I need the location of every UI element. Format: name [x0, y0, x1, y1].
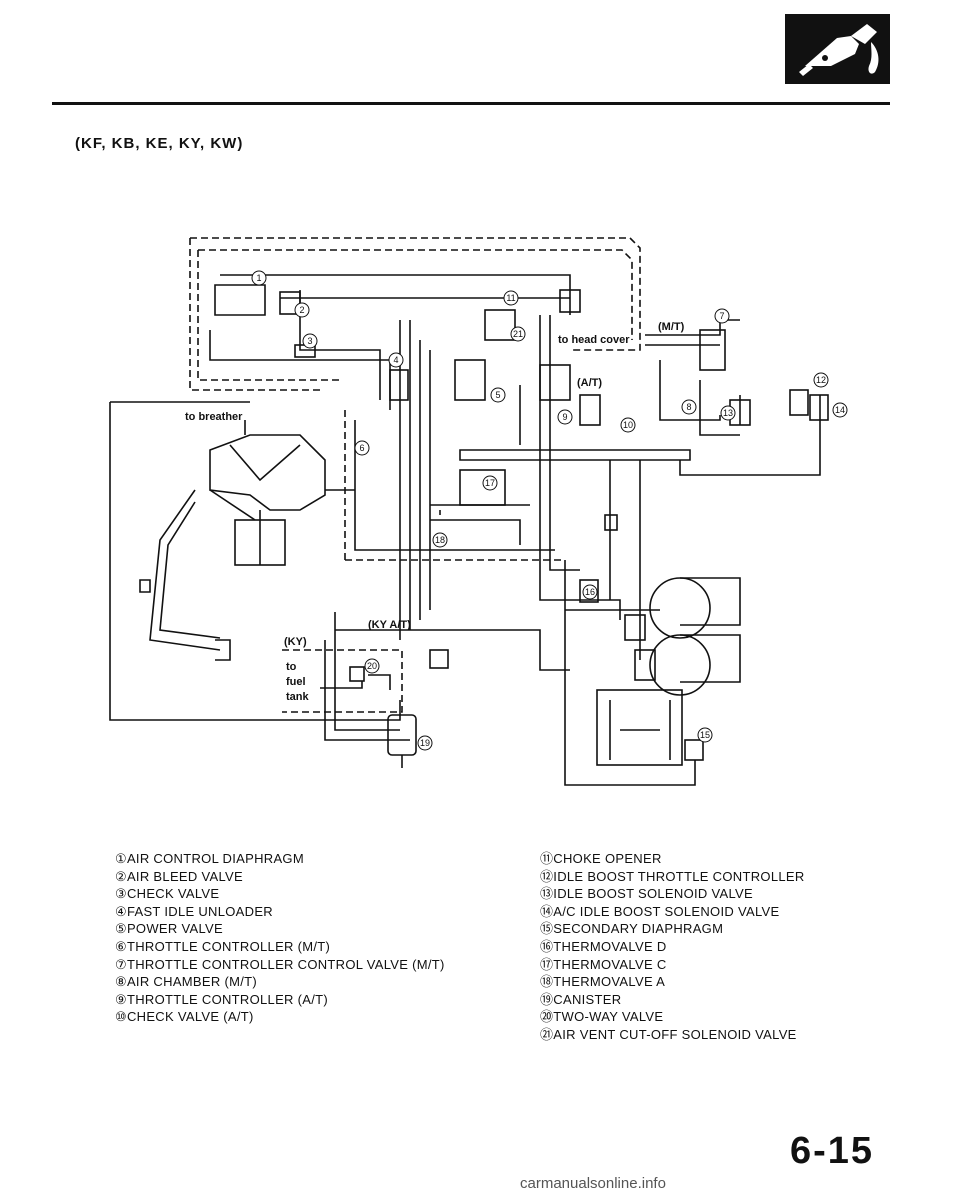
legend-item: ⑧AIR CHAMBER (M/T) — [115, 974, 257, 990]
callout-circle — [302, 333, 318, 349]
callout-circle — [388, 352, 404, 368]
callout-number: 4 — [393, 355, 398, 365]
callout-number: 16 — [585, 587, 595, 597]
callout-circle — [813, 372, 829, 388]
fuel-label: fuel — [286, 676, 306, 688]
legend-right: ⑪CHOKE OPENER ⑫IDLE BOOST THROTTLE CONTR… — [540, 850, 805, 1044]
callout-circle — [354, 440, 370, 456]
callout-number: 21 — [513, 329, 523, 339]
watermark-link[interactable]: carmanualsonline.info — [520, 1175, 666, 1192]
legend-item: ②AIR BLEED VALVE — [115, 868, 243, 884]
to-breather-label: to breather — [185, 411, 243, 423]
ky-label: (KY) — [284, 636, 307, 648]
legend-item: ①AIR CONTROL DIAPHRAGM — [115, 851, 304, 866]
callout-circle — [720, 405, 736, 421]
callout-circle — [557, 409, 573, 425]
callout-circle — [251, 270, 267, 286]
callout-number: 8 — [686, 402, 691, 412]
callout-number: 18 — [435, 535, 445, 545]
header-rule — [52, 102, 890, 105]
callout-number: 1 — [256, 273, 261, 283]
callout-circle — [294, 302, 310, 318]
callout-circle — [364, 658, 380, 674]
legend-item: ⑱THERMOVALVE A — [540, 974, 666, 990]
callout-circle — [503, 290, 519, 306]
mt-label: (M/T) — [658, 321, 685, 333]
legend-item: ⑮SECONDARY DIAPHRAGM — [540, 921, 724, 937]
legend-item: ⑪CHOKE OPENER — [540, 851, 662, 866]
callout-circle — [832, 402, 848, 418]
to-label: to — [286, 661, 297, 673]
callout-circle — [620, 417, 636, 433]
legend-item: ④FAST IDLE UNLOADER — [115, 903, 273, 919]
at-label: (A/T) — [577, 377, 602, 389]
legend-item: ⑳TWO-WAY VALVE — [540, 1009, 664, 1025]
callout-number: 20 — [367, 661, 377, 671]
callout-number: 7 — [719, 311, 724, 321]
legend-item: ⑨THROTTLE CONTROLLER (A/T) — [115, 991, 329, 1007]
legend-item: ③CHECK VALVE — [115, 886, 220, 902]
legend-item: ㉑AIR VENT CUT-OFF SOLENOID VALVE — [540, 1026, 797, 1042]
callout-circle — [697, 727, 713, 743]
callout-number: 15 — [700, 730, 710, 740]
page-number: 6-15 — [790, 1130, 875, 1172]
legend-item: ⑩CHECK VALVE (A/T) — [115, 1009, 254, 1025]
tank-label: tank — [286, 691, 310, 703]
callout-number: 10 — [623, 420, 633, 430]
callout-number: 19 — [420, 738, 430, 748]
legend-left: ①AIR CONTROL DIAPHRAGM ②AIR BLEED VALVE … — [115, 850, 445, 1026]
callout-number: 6 — [359, 443, 364, 453]
callout-circle — [714, 308, 730, 324]
legend-item: ⑦THROTTLE CONTROLLER CONTROL VALVE (M/T) — [115, 956, 445, 972]
ky-at-label: (KY A/T) — [368, 619, 411, 631]
legend-item: ⑤POWER VALVE — [115, 921, 223, 937]
legend-item: ⑫IDLE BOOST THROTTLE CONTROLLER — [540, 868, 805, 884]
callout-number: 12 — [816, 375, 826, 385]
legend-item: ⑲CANISTER — [540, 991, 622, 1007]
legend-item: ⑯THERMOVALVE D — [540, 938, 667, 954]
legend-item: ⑭A/C IDLE BOOST SOLENOID VALVE — [540, 903, 780, 919]
fuel-nozzle-icon — [785, 14, 890, 84]
callout-circle — [582, 584, 598, 600]
callout-number: 5 — [495, 390, 500, 400]
to-head-cover-label: to head cover — [558, 334, 630, 346]
callout-circle — [490, 387, 506, 403]
callout-circle — [482, 475, 498, 491]
legend-item: ⑥THROTTLE CONTROLLER (M/T) — [115, 938, 331, 954]
callout-number: 9 — [562, 412, 567, 422]
vacuum-hose-diagram: to breather to head cover (M/T) (A/T) (K… — [109, 237, 848, 786]
model-header: (KF, KB, KE, KY, KW) — [75, 135, 244, 152]
callout-number: 14 — [835, 405, 845, 415]
callout-circle — [681, 399, 697, 415]
callout-circle — [432, 532, 448, 548]
legend-item: ⑬IDLE BOOST SOLENOID VALVE — [540, 886, 753, 902]
callout-circle — [417, 735, 433, 751]
callout-number: 13 — [723, 408, 733, 418]
callout-number: 17 — [485, 478, 495, 488]
legend-item: ⑰THERMOVALVE C — [540, 956, 667, 972]
callout-number: 3 — [307, 336, 312, 346]
callout-circle — [510, 326, 526, 342]
callout-number: 11 — [506, 293, 515, 303]
callout-number: 2 — [299, 305, 304, 315]
